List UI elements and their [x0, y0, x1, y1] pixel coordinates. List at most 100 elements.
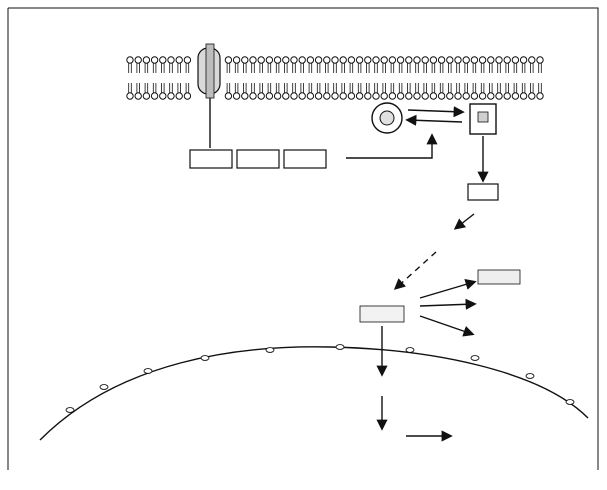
lipid-head: [396, 92, 405, 100]
frame-border: [7, 7, 599, 470]
lipid-head: [519, 56, 528, 64]
lipid-head: [265, 56, 274, 64]
lipid-head: [536, 92, 544, 100]
lipid-head: [290, 56, 298, 64]
lipid-head: [429, 92, 438, 100]
lipid-head: [503, 56, 511, 64]
lipid-head: [478, 56, 487, 64]
lipid-head: [503, 92, 511, 100]
lipid-head: [462, 92, 470, 100]
nuclear-pore: [525, 373, 535, 379]
lipid-head: [364, 56, 372, 64]
lipid-head: [511, 56, 520, 64]
lipid-head: [134, 56, 142, 64]
lipid-head: [380, 92, 388, 100]
lipid-head: [331, 56, 339, 64]
branch-to-effector-2: [419, 298, 477, 310]
lipid-head: [159, 56, 167, 64]
lipid-head: [290, 92, 298, 100]
lipid-head: [175, 92, 183, 100]
lipid-head: [224, 92, 233, 100]
lipid-head: [478, 92, 487, 100]
lipid-head: [273, 92, 282, 100]
adaptor-box-1: [189, 149, 233, 169]
lipid-head: [306, 92, 315, 100]
nuclear-pore: [65, 407, 75, 413]
lipid-head: [372, 56, 380, 64]
lipid-head: [470, 92, 479, 100]
lipid-head: [405, 92, 413, 100]
lipid-head: [339, 92, 347, 100]
exchange-arrow-back: [405, 114, 463, 126]
lipid-head: [167, 92, 175, 100]
nuclear-pore: [200, 355, 210, 361]
boxes-to-complex-arrow: [346, 133, 438, 159]
lipid-head: [364, 92, 372, 100]
lipid-head: [372, 92, 380, 100]
branch-to-effector-1: [419, 279, 477, 299]
lipid-head: [388, 56, 397, 64]
nuclear-pore: [265, 347, 275, 353]
right-effector-1: [477, 269, 521, 285]
lipid-head: [224, 56, 233, 64]
mid-to-branch-dashed: [393, 251, 437, 290]
lipid-head: [273, 56, 282, 64]
lipid-head: [421, 92, 429, 100]
lipid-head: [282, 92, 290, 100]
lipid-head: [159, 92, 167, 100]
branch-to-effector-3: [419, 315, 475, 337]
lipid-head: [519, 92, 528, 100]
nuclear-pore: [470, 355, 480, 361]
lipid-head: [495, 92, 503, 100]
nuclear-pore: [565, 399, 575, 405]
lipid-head: [298, 56, 306, 64]
lipid-head: [396, 56, 405, 64]
nuclear-pore: [405, 347, 415, 353]
lipid-head: [134, 92, 142, 100]
lipid-head: [462, 56, 470, 64]
lipid-head: [446, 56, 454, 64]
lipid-head: [380, 56, 388, 64]
lipid-head: [495, 56, 503, 64]
membrane-complex-circle: [371, 102, 403, 134]
lipid-head: [183, 92, 192, 100]
lipid-head: [241, 56, 249, 64]
lipid-head: [347, 56, 356, 64]
lipid-head: [413, 56, 421, 64]
lipid-head: [183, 56, 192, 64]
nuclear-pore: [335, 344, 345, 350]
lipid-head: [437, 56, 446, 64]
lipid-head: [249, 56, 257, 64]
lipid-head: [331, 92, 339, 100]
lipid-head: [142, 92, 151, 100]
lipid-head: [323, 56, 331, 64]
lipid-head: [241, 92, 249, 100]
lipid-head: [347, 92, 356, 100]
lipid-head: [142, 56, 151, 64]
lipid-head: [126, 56, 134, 64]
lipid-head: [175, 56, 183, 64]
lipid-head: [511, 92, 520, 100]
lipid-head: [528, 92, 536, 100]
lipid-head: [282, 56, 290, 64]
nuclear-pore: [99, 384, 109, 390]
lipid-head: [528, 56, 536, 64]
lipid-head: [355, 56, 364, 64]
lipid-head: [470, 56, 479, 64]
lipid-head: [429, 56, 438, 64]
nuclear-pore: [143, 368, 153, 374]
lipid-head: [388, 92, 397, 100]
lipid-head: [413, 92, 421, 100]
membrane-complex-square: [469, 103, 497, 135]
adaptor-box-2: [236, 149, 280, 169]
lipid-head: [150, 56, 159, 64]
lipid-head: [421, 56, 429, 64]
lipid-head: [487, 92, 495, 100]
membrane-receptor: [197, 43, 221, 99]
lipid-head: [306, 56, 315, 64]
lipid-head: [437, 92, 446, 100]
downstream-to-mid-arrow: [453, 213, 475, 230]
lipid-head: [232, 92, 241, 100]
lipid-head: [446, 92, 454, 100]
